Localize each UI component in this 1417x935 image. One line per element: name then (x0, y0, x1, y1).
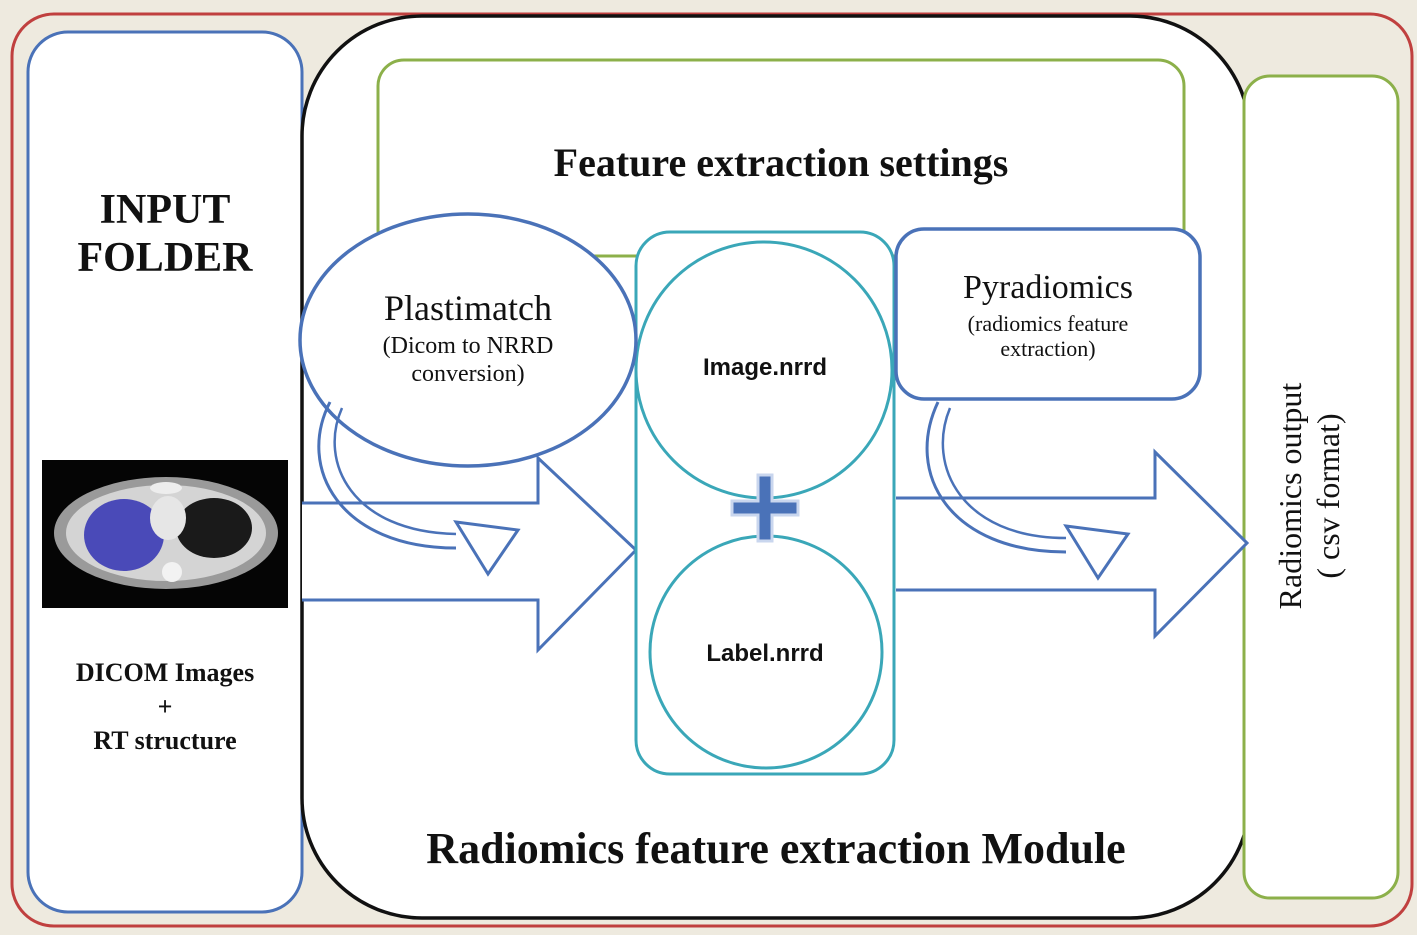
plastimatch-curved-arrow (317, 401, 457, 550)
plastimatch-label: Plastimatch (Dicom to NRRD conversion) (320, 288, 616, 389)
plastimatch-name: Plastimatch (384, 288, 552, 328)
settings-title: Feature extraction settings (553, 140, 1009, 185)
plastimatch-ellipse (298, 212, 638, 468)
output-label: Radiomics output ( csv format) (1271, 196, 1371, 796)
input-folder-caption: DICOM Images + RT structure (48, 656, 282, 757)
pyradiomics-desc-line1: (radiomics feature (967, 311, 1129, 337)
pyradiomics-name: Pyradiomics (963, 269, 1133, 306)
pyradiomics-desc-line2: extraction) (1000, 336, 1096, 362)
plastimatch-desc-line1: (Dicom to NRRD (382, 333, 554, 360)
output-box (1242, 74, 1400, 900)
input-caption-line1: DICOM Images (75, 658, 255, 687)
plastimatch-arrow-head (453, 520, 521, 577)
input-folder-title-line1: INPUT (99, 187, 231, 233)
input-folder-title: INPUT FOLDER (48, 186, 282, 283)
pyradiomics-curved-arrow-inner (941, 407, 1067, 540)
plastimatch-curved-arrow-inner (333, 407, 457, 536)
input-caption-line3: RT structure (93, 725, 237, 755)
outer-frame (10, 12, 1414, 928)
input-folder-title-line2: FOLDER (77, 235, 253, 282)
module-title: Radiomics feature extraction Module (426, 824, 1126, 873)
pyradiomics-arrow-head (1063, 524, 1131, 581)
ct-scan-image (42, 460, 288, 608)
arrow-to-output (896, 448, 1250, 640)
output-line2: ( csv format) (1310, 413, 1347, 579)
input-caption-line2: + (157, 691, 173, 721)
plastimatch-desc-line2: conversion) (411, 360, 525, 387)
label-nrrd-label: Label.nrrd (706, 640, 824, 667)
pyradiomics-label: Pyradiomics (radiomics feature extractio… (900, 268, 1196, 362)
image-nrrd-label: Image.nrrd (702, 354, 828, 381)
pyradiomics-box (894, 227, 1202, 401)
pyradiomics-curved-arrow (925, 401, 1067, 554)
plus-icon (730, 473, 800, 543)
output-line1: Radiomics output (1272, 382, 1308, 610)
